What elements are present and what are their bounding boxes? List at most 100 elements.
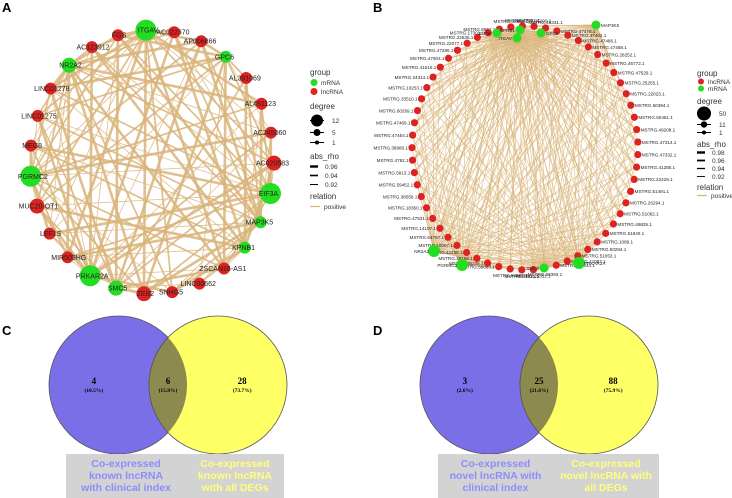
legend-a-degree-dot-0: [311, 114, 323, 127]
network-b-edge-318: [432, 76, 545, 269]
network-b-node-mstrg-47469-1: [410, 119, 419, 127]
network-b-edge-325: [533, 26, 580, 264]
legend-b-abs-title: abs_rho: [697, 140, 726, 149]
network-b-edge-353: [417, 184, 580, 264]
network-b-label-mstrg-51840-1: MSTRG.51840.1: [610, 231, 645, 236]
network-b-edge-105: [456, 29, 521, 246]
network-b-edge-181: [533, 24, 597, 270]
network-b-edge-362: [466, 43, 580, 264]
network-b-edge-290: [543, 82, 621, 269]
network-b-nodes: MSTRG.25200.1MSTRG.46331.1MSTRG.47478.1M…: [374, 18, 677, 279]
network-b-label-mstrg-49835-1: MSTRG.49835.1: [617, 222, 652, 227]
network-b-edges: [411, 24, 639, 271]
network-b-edge-349: [456, 245, 580, 264]
network-b-edge-274: [412, 134, 463, 266]
network-b-label-itgav: ITGAV: [499, 36, 513, 41]
network-b-label-mstrg-8867-1: MSTRG.8867.1: [463, 27, 495, 32]
network-b-node-mstrg-47604-1: [444, 54, 453, 62]
network-b-node-mstrg-10067-1: [453, 241, 461, 249]
network-a-edge-124: [36, 65, 70, 207]
network-b-label-pgrmc2: PGRMC2: [437, 263, 457, 268]
legend-a-group-item-lncrna: lncRNA: [321, 89, 344, 96]
network-a-node-ap006866: [195, 35, 208, 48]
network-b-label-mstrg-41067-1: MSTRG.41067.1: [571, 259, 606, 264]
legend-b-group-swatch-lncrna: [698, 78, 704, 85]
network-b-label-mstrg-50284-1: MSTRG.50284.1: [592, 247, 627, 252]
network-b-label-mstrg-46331-1: MSTRG.46331.1: [528, 20, 563, 25]
network-a-edge-61: [243, 162, 276, 249]
network-b-label-mstrg-47468-1: MSTRG.47468.1: [592, 45, 627, 50]
network-b-edge-275: [414, 122, 463, 266]
panel-d-letter: D: [373, 323, 383, 338]
network-b-label-mstrg-47286-1: MSTRG.47286.1: [419, 48, 454, 53]
panel-c-letter: C: [2, 323, 12, 338]
network-b-label-mstrg-47291-1: MSTRG.47291.1: [505, 18, 540, 23]
network-b-node-mstrg-47529-1: [610, 68, 618, 77]
network-b-label-mstrg-26156-1: MSTRG.26156.1: [438, 256, 473, 261]
network-b-node-gpc6: [536, 28, 546, 38]
legend-a-degree-item-0: 12: [332, 118, 340, 125]
network-b-edge-208: [433, 62, 607, 252]
legend-a-degree-dot-1: [313, 129, 321, 136]
network-a-edge-87: [90, 268, 225, 277]
network-a-label-prkar2a: PRKAR2A: [76, 273, 109, 280]
legend-b-degree-item-2: 1: [719, 130, 723, 137]
caption-c-right: Co-expressed known lncRNA with all DEGs: [186, 454, 284, 498]
network-a-edge-105: [30, 175, 145, 295]
network-a-edge-45: [200, 40, 262, 223]
legend-b-group-item-mrna: mRNA: [708, 86, 728, 93]
network-b-node-mstrg-26156-1: [473, 254, 481, 262]
legend-b-degree-dot-1: [700, 121, 708, 128]
network-b-edge-243: [433, 25, 523, 252]
venn-c-right-count: 28: [238, 376, 248, 386]
network-b-label-mstrg-47332-1: MSTRG.47332.1: [642, 152, 677, 157]
network-b-edge-101: [519, 29, 523, 270]
network-a-node-ac123912: [85, 41, 98, 54]
network-b-edge-329: [578, 54, 598, 264]
network-a-label-linc01275: LINC01275: [21, 113, 57, 120]
network-a-edge-117: [68, 64, 272, 133]
network-b-edge-311: [421, 196, 545, 269]
network-a-label-muc20-ot1: MUC20-OT1: [19, 204, 59, 211]
network-b-edge-180: [555, 24, 597, 266]
network-a-edge-26: [50, 55, 226, 90]
network-b-edge-312: [417, 184, 545, 269]
network-a-edge-96: [88, 47, 94, 276]
caption-d-right: Co-expressed novel lncRNA with all DEGs: [553, 454, 659, 498]
caption-c-left-line1: Co-expressed: [91, 458, 161, 470]
network-b-node-mstrg-47286-1: [453, 46, 462, 54]
network-b-node-mstrg-22429-1: [630, 175, 638, 183]
network-a-node-zeb2: [136, 286, 152, 302]
network-b-edge-319: [448, 58, 545, 269]
network-b-label-mstrg-64767-1: MSTRG.64767.1: [410, 235, 445, 240]
network-b-edge-110: [414, 29, 521, 173]
network-b-edge-198: [457, 24, 597, 51]
network-b-label-nr2a2: NR2A2: [414, 249, 429, 254]
network-b-edge-30: [412, 37, 518, 136]
network-a-node-linc00662: [193, 277, 206, 290]
network-b-node-mstrg-41067-1: [563, 257, 571, 265]
network-a-label-linc00662: LINC00662: [180, 281, 216, 288]
network-b-edge-359: [432, 76, 580, 264]
network-a-label-zscan16-as1: ZSCAN16-AS1: [199, 266, 246, 273]
network-b-node-mstrg-58324-1: [506, 265, 514, 273]
network-a-node-linc01278: [44, 82, 57, 95]
network-b-label-mstrg-46772-1: MSTRG.46772.1: [610, 61, 645, 66]
network-a-edge-86: [89, 161, 275, 277]
network-a-node-prkar2a: [79, 265, 101, 287]
venn-c: 4(10.5%)6(15.8%)28(73.7%): [48, 315, 288, 455]
network-b-edge-328: [578, 40, 580, 264]
caption-c-right-line3: with all DEGs: [201, 482, 269, 494]
network-b-node-mstrg-50394-1: [627, 101, 635, 109]
network-b-edge-151: [412, 32, 542, 161]
network-b-edge-365: [522, 25, 580, 264]
network-b-edge-194: [417, 24, 597, 111]
network-b-edge-73: [426, 32, 498, 88]
venn-d: 3(2.6%)25(21.6%)88(75.9%): [419, 315, 659, 455]
network-b-label-mstrg-22023-1: MSTRG.22023.1: [630, 92, 665, 97]
network-b-node-map3k5: [591, 20, 601, 30]
network-b-node-mstrg-47332-1: [634, 151, 642, 159]
network-b-node-mstrg-58663-1: [495, 263, 503, 271]
network-b-edge-333: [578, 117, 635, 264]
